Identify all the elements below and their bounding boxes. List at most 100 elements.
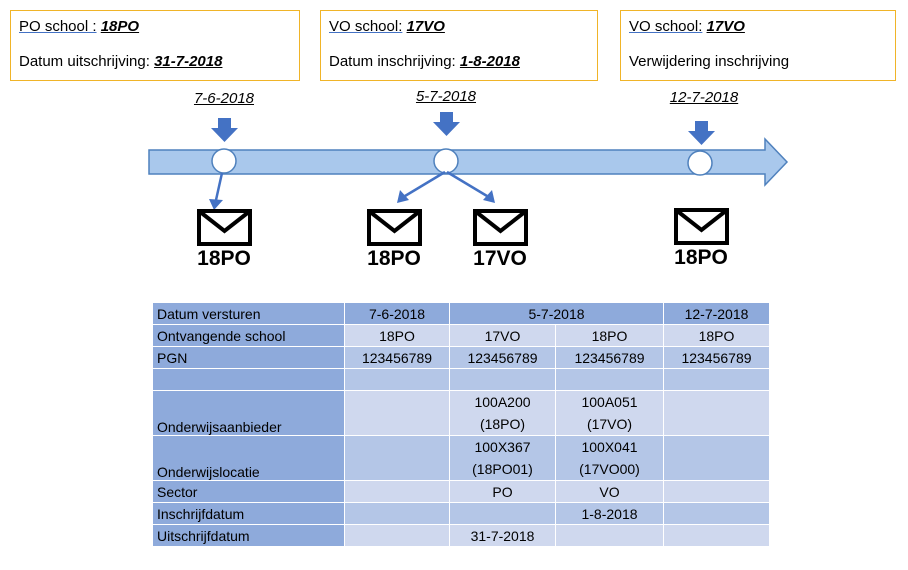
table-cell <box>344 480 450 503</box>
table-cell: 123456789 <box>555 346 664 369</box>
cell-line: 100A051 <box>581 394 638 410</box>
table-cell <box>663 524 770 547</box>
box-school-label: VO school: <box>629 18 703 35</box>
table-cell: 1-8-2018 <box>555 502 664 525</box>
table-row: Sector PO VO <box>152 480 770 503</box>
arrowhead-1 <box>209 199 223 210</box>
table-cell: 123456789 <box>344 346 450 369</box>
event-circle-3 <box>687 150 713 176</box>
table-row: Onderwijsaanbieder 100A200 (18PO) 100A051… <box>152 390 770 436</box>
cell-line: 100X367 <box>474 439 531 455</box>
row-label: Ontvangende school <box>152 324 345 347</box>
timeline-date-2: 5-7-2018 <box>415 88 477 105</box>
timeline-diagram <box>148 112 789 246</box>
box-date-label: Datum uitschrijving: <box>19 53 150 70</box>
table-row: PGN 123456789 123456789 123456789 123456… <box>152 346 770 369</box>
box-school-value: 18PO <box>100 18 140 35</box>
timeline-date-3: 12-7-2018 <box>669 89 739 106</box>
cell-line: (18PO01) <box>472 461 533 477</box>
table-cell: 100A200 (18PO) <box>449 390 556 436</box>
table-cell <box>344 524 450 547</box>
event-circle-2 <box>433 148 459 174</box>
box-school-value: 17VO <box>406 18 445 35</box>
table-cell: 123456789 <box>663 346 770 369</box>
row-label: Uitschrijfdatum <box>152 524 345 547</box>
envelope-icon-4 <box>674 208 729 245</box>
table-row: Onderwijslocatie 100X367 (18PO01) 100X041… <box>152 435 770 481</box>
table-cell: 17VO <box>449 324 556 347</box>
cell-line: 100A200 <box>474 394 531 410</box>
arrowhead-2 <box>397 190 409 203</box>
message-label-1: 18PO <box>197 247 251 270</box>
table-cell: 5-7-2018 <box>449 302 664 325</box>
box-date-value: 31-7-2018 <box>154 53 223 70</box>
connector-arrow-3 <box>446 170 488 198</box>
down-pointer-2 <box>433 112 460 136</box>
arrowhead-3 <box>483 190 495 203</box>
table-row <box>152 368 770 391</box>
row-label: Onderwijsaanbieder <box>152 390 345 436</box>
table-row: Ontvangende school 18PO 17VO 18PO 18PO <box>152 324 770 347</box>
table-row: Datum versturen 7-6-2018 5-7-2018 12-7-2… <box>152 302 770 325</box>
cell-line: 100X041 <box>581 439 638 455</box>
row-label: Onderwijslocatie <box>152 435 345 481</box>
message-label-4: 18PO <box>674 246 728 269</box>
table-cell <box>344 390 450 436</box>
row-label: Datum versturen <box>152 302 345 325</box>
table-cell: 7-6-2018 <box>344 302 450 325</box>
table-cell <box>449 502 556 525</box>
message-label-2: 18PO <box>367 247 421 270</box>
row-label: PGN <box>152 346 345 369</box>
envelope-icon-3 <box>473 209 528 246</box>
table-cell <box>663 390 770 436</box>
table-cell: 18PO <box>344 324 450 347</box>
table-cell: PO <box>449 480 556 503</box>
box-school-label: VO school: <box>329 18 403 35</box>
table-cell <box>663 502 770 525</box>
event-circle-1 <box>211 148 237 174</box>
down-pointer-1 <box>211 118 238 142</box>
table-cell: VO <box>555 480 664 503</box>
table-cell: 100X041 (17VO00) <box>555 435 664 481</box>
info-box-po-unenroll: PO school : 18PO Datum uitschrijving: 31… <box>10 10 300 81</box>
table-cell: 18PO <box>555 324 664 347</box>
cell-line: (17VO) <box>586 416 633 432</box>
envelope-icon-1 <box>197 209 252 246</box>
table-cell: 18PO <box>663 324 770 347</box>
table-cell <box>663 435 770 481</box>
info-box-vo-enroll: VO school: 17VO Datum inschrijving: 1-8-… <box>320 10 598 81</box>
timeline-arrow <box>148 137 789 187</box>
table-cell <box>663 480 770 503</box>
table-cell: 100A051 (17VO) <box>555 390 664 436</box>
envelope-icon-2 <box>367 209 422 246</box>
table-cell <box>344 368 450 391</box>
row-label: Sector <box>152 480 345 503</box>
table-cell <box>449 368 556 391</box>
message-label-3: 17VO <box>473 247 527 270</box>
timeline-date-1: 7-6-2018 <box>193 90 255 107</box>
cell-line: (18PO) <box>479 416 526 432</box>
table-cell: 31-7-2018 <box>449 524 556 547</box>
info-box-vo-remove: VO school: 17VO Verwijdering inschrijvin… <box>620 10 896 81</box>
table-cell: 100X367 (18PO01) <box>449 435 556 481</box>
table-row: Inschrijfdatum 1-8-2018 <box>152 502 770 525</box>
connector-arrow-2 <box>404 170 446 198</box>
table-row: Uitschrijfdatum 31-7-2018 <box>152 524 770 547</box>
table-cell <box>344 502 450 525</box>
cell-line: (17VO00) <box>579 461 640 477</box>
box-date-label: Datum inschrijving: <box>329 53 456 70</box>
table-cell <box>555 368 664 391</box>
row-label <box>152 368 345 391</box>
box-date-value: 1-8-2018 <box>459 53 520 70</box>
table-cell: 123456789 <box>449 346 556 369</box>
table-cell <box>663 368 770 391</box>
table-cell: 12-7-2018 <box>663 302 770 325</box>
message-table: Datum versturen 7-6-2018 5-7-2018 12-7-2… <box>152 302 770 547</box>
down-pointer-3 <box>688 121 715 145</box>
table-cell <box>555 524 664 547</box>
table-cell <box>344 435 450 481</box>
connector-arrow-1 <box>214 172 224 201</box>
row-label: Inschrijfdatum <box>152 502 345 525</box>
box-action-text: Verwijdering inschrijving <box>629 53 790 70</box>
box-school-label: PO school : <box>19 18 97 35</box>
